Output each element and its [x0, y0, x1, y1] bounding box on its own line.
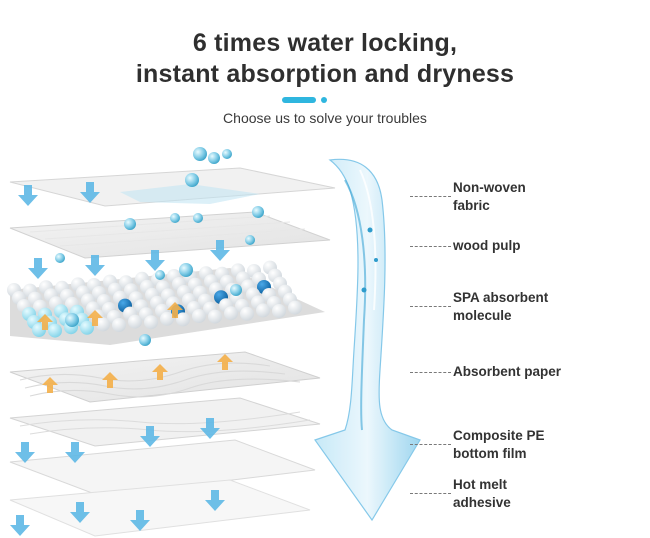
sap-molecule-ball [176, 312, 190, 327]
sap-molecule-ball [192, 309, 206, 323]
water-flow-arrow-icon [314, 158, 421, 522]
leader-line-spa [410, 306, 451, 307]
title-line-1: 6 times water locking, [192, 29, 458, 57]
sap-molecule-ball [256, 303, 270, 318]
leader-line-wood-pulp [410, 246, 451, 247]
sap-molecule-ball [80, 320, 94, 335]
title-line-2: instant absorption and dryness [135, 60, 515, 88]
water-drop-icon [55, 147, 264, 346]
leader-line-pe-film [410, 444, 451, 445]
sap-molecule-ball [208, 309, 222, 324]
sap-molecule-ball [288, 300, 302, 315]
leader-line-absorbent-paper [410, 372, 451, 373]
pe-bottom-film-layer [9, 397, 321, 447]
label-absorbent-paper: Absorbent paper [453, 364, 562, 379]
sap-molecule-ball [224, 306, 238, 321]
sap-molecule-ball [112, 318, 126, 332]
title-underline-decoration [282, 97, 327, 103]
sap-molecule-ball [272, 304, 286, 318]
label-hot-melt-adhesive: Hot melt adhesive [453, 477, 511, 510]
label-composite-pe-bottom-film: Composite PE bottom film [453, 428, 545, 461]
sap-molecule-ball [144, 315, 158, 330]
sap-molecule-ball [96, 317, 110, 332]
sap-molecule-ball [240, 306, 254, 321]
wood-pulp-layer [9, 211, 331, 259]
leader-line-non-woven [410, 196, 451, 197]
page-title: 6 times water locking, instant absorptio… [0, 28, 650, 90]
sap-molecule-layer [7, 260, 325, 345]
label-spa-absorbent-molecule: SPA absorbent molecule [453, 290, 549, 323]
absorbent-paper-layer [9, 351, 321, 403]
sap-molecule-ball [160, 311, 174, 326]
leader-line-hot-melt [410, 493, 451, 494]
non-woven-fabric-layer [9, 167, 336, 207]
sap-molecule-ball [128, 314, 142, 329]
subtitle: Choose us to solve your troubles [223, 110, 427, 126]
sap-molecule-ball [48, 323, 62, 338]
hot-melt-adhesive-layer [9, 439, 316, 537]
label-non-woven-fabric: Non-woven fabric [453, 180, 526, 213]
diaper-layers-illustration [7, 147, 421, 537]
label-wood-pulp: wood pulp [453, 238, 521, 253]
